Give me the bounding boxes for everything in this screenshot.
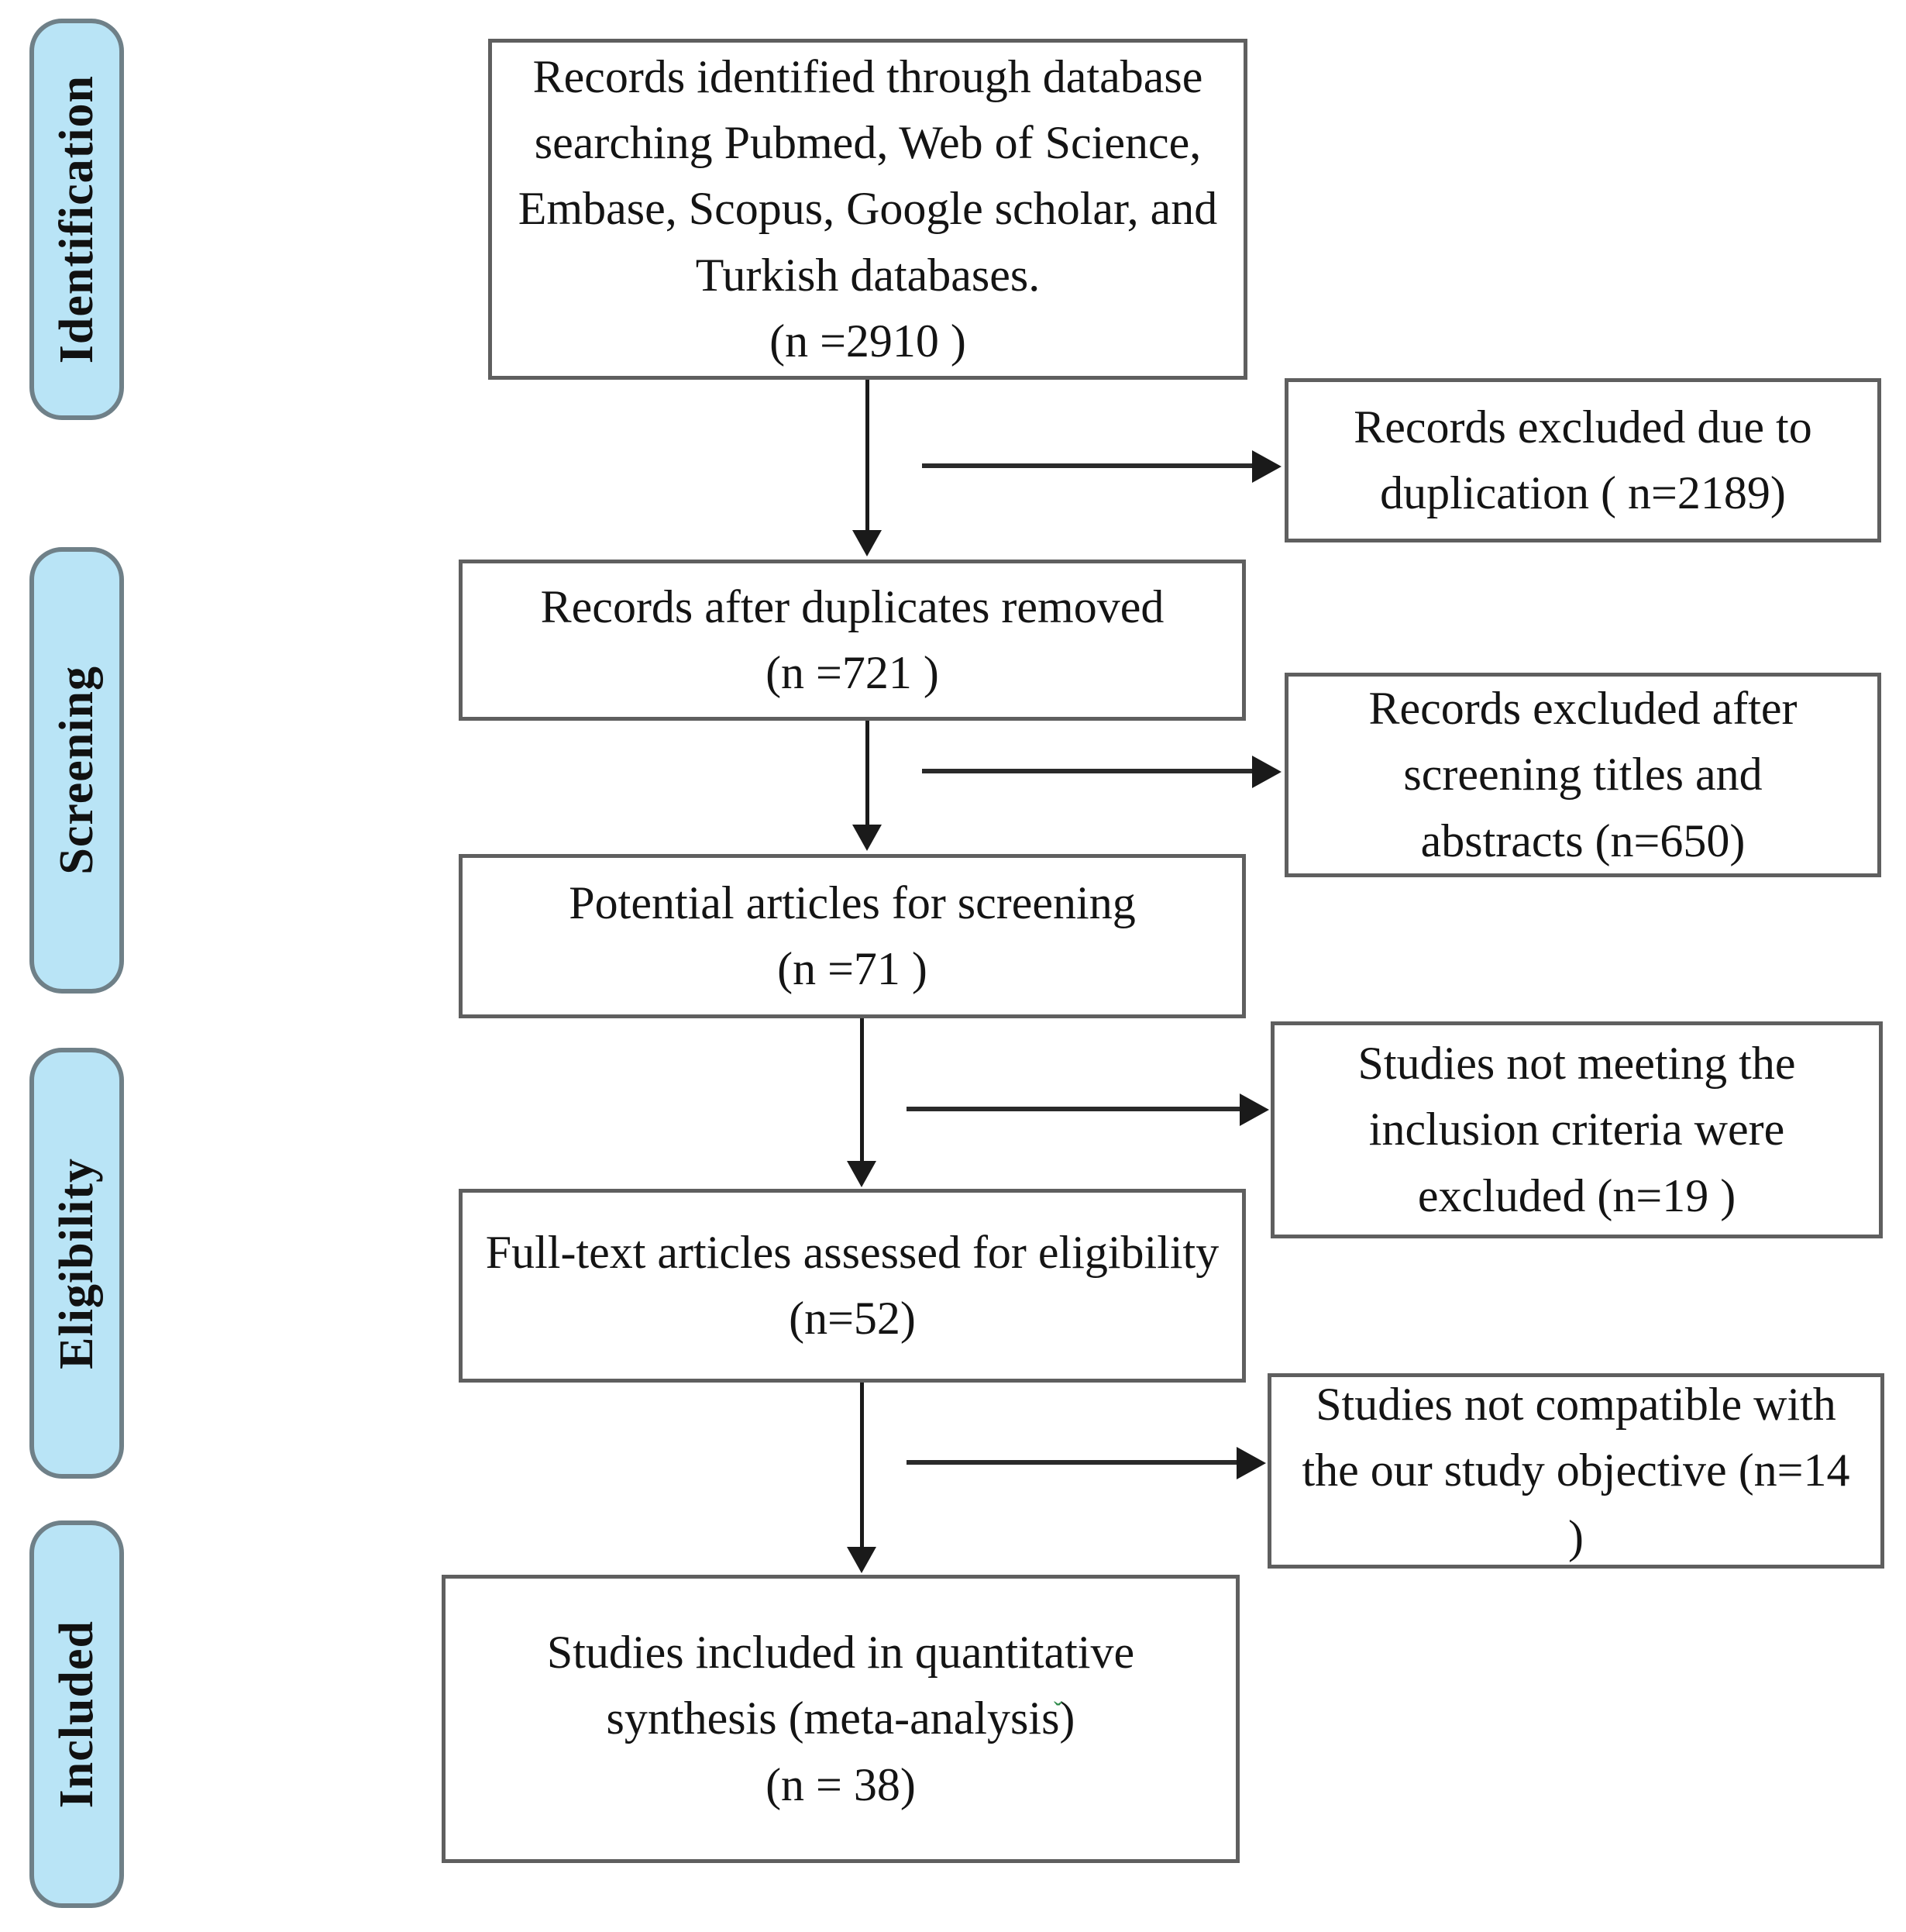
stage-pill-eligibility: Eligibility: [29, 1048, 124, 1479]
connector-vertical-1: [865, 380, 869, 530]
flow-box-excluded-inclusion-criteria-text: Studies not meeting the inclusion criter…: [1357, 1038, 1796, 1221]
flow-box-records-identified: Records identified through database sear…: [488, 39, 1247, 380]
stage-label-identification: Identification: [50, 74, 103, 364]
flow-box-studies-included-text: Studies included in quantitative synthes…: [546, 1627, 1135, 1810]
connector-horizontal-4: [907, 1460, 1240, 1465]
flow-box-excluded-screening: Records excluded after screening titles …: [1285, 673, 1881, 877]
arrowhead-down-4: [847, 1547, 876, 1573]
flow-box-records-identified-text: Records identified through database sear…: [518, 51, 1218, 367]
flow-box-excluded-duplication-text: Records excluded due to duplication ( n=…: [1354, 401, 1812, 518]
connector-vertical-4: [860, 1383, 864, 1547]
arrowhead-right-1: [1252, 450, 1282, 483]
arrowhead-down-2: [852, 825, 882, 851]
arrowhead-right-2: [1252, 756, 1282, 788]
connector-horizontal-1: [922, 463, 1254, 468]
arrowhead-down-1: [852, 530, 882, 556]
flow-box-excluded-objective: Studies not compatible with the our stud…: [1268, 1373, 1884, 1569]
stage-label-included: Included: [50, 1620, 103, 1809]
stage-label-eligibility: Eligibility: [50, 1157, 103, 1369]
stage-pill-identification: Identification: [29, 19, 124, 420]
connector-horizontal-3: [907, 1107, 1243, 1111]
arrowhead-right-4: [1237, 1447, 1266, 1479]
flow-box-excluded-objective-text: Studies not compatible with the our stud…: [1302, 1379, 1850, 1562]
flow-box-excluded-duplication: Records excluded due to duplication ( n=…: [1285, 378, 1881, 542]
flow-box-records-after-duplicates-text: Records after duplicates removed (n =721…: [540, 580, 1165, 698]
arrowhead-right-3: [1240, 1093, 1269, 1126]
flow-box-potential-articles: Potential articles for screening (n =71 …: [459, 854, 1246, 1018]
proofing-squiggle-icon: ˇ: [1054, 1697, 1063, 1726]
connector-horizontal-2: [922, 769, 1254, 773]
flow-box-studies-included: Studies included in quantitative synthes…: [442, 1575, 1240, 1863]
flow-box-potential-articles-text: Potential articles for screening (n =71 …: [569, 876, 1136, 994]
flow-box-excluded-screening-text: Records excluded after screening titles …: [1368, 683, 1798, 866]
arrowhead-down-3: [847, 1161, 876, 1187]
stage-pill-included: Included: [29, 1520, 124, 1908]
stage-pill-screening: Screening: [29, 547, 124, 994]
flow-box-excluded-inclusion-criteria: Studies not meeting the inclusion criter…: [1271, 1021, 1883, 1238]
flow-box-records-after-duplicates: Records after duplicates removed (n =721…: [459, 560, 1246, 721]
connector-vertical-3: [860, 1018, 864, 1161]
stage-label-screening: Screening: [50, 666, 103, 875]
flow-box-full-text-assessed-text: Full-text articles assessed for eligibil…: [485, 1226, 1220, 1344]
flow-box-full-text-assessed: Full-text articles assessed for eligibil…: [459, 1189, 1246, 1383]
connector-vertical-2: [865, 721, 869, 825]
